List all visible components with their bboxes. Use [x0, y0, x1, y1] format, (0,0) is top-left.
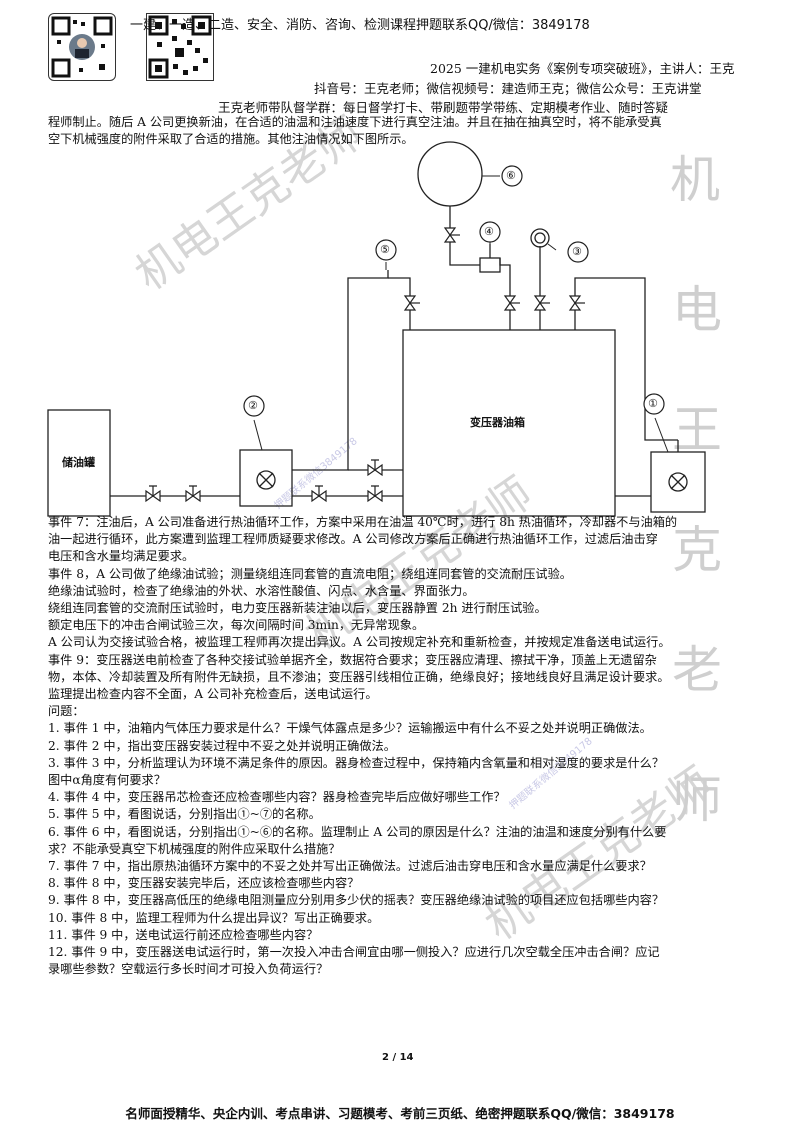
- body-line: 事件 7：注油后，A 公司准备进行热油循环工作，方案中采用在油温 40℃时，进行…: [48, 515, 678, 529]
- questions-heading: 问题：: [48, 704, 85, 719]
- question-line: 1. 事件 1 中，油箱内气体压力要求是什么？干燥气体露点是多少？运输搬运中有什…: [48, 721, 652, 736]
- marker-1: ①: [648, 397, 658, 410]
- body-line: A 公司认为交接试验合格，被监理工程师再次提出异议。A 公司按规定补充和重新检查…: [48, 635, 671, 650]
- transformer-tank: [402, 329, 616, 517]
- body-paragraphs: 事件 7：注油后，A 公司准备进行热油循环工作，方案中采用在油温 40℃时，进行…: [48, 514, 768, 978]
- header-social-line: 抖音号：王克老师；微信视频号：建造师王克；微信公众号：王克讲堂: [314, 81, 702, 96]
- header-study-line: 王克老师带队督学群：每日督学打卡、带刷题带学带练、定期模考作业、随时答疑: [218, 100, 669, 115]
- question-line: 8. 事件 8 中，变压器安装完毕后，还应该检查哪些内容？: [48, 876, 360, 891]
- footer-banner: 名师面授精华、央企内训、考点串讲、习题模考、考前三页纸、绝密押题联系QQ/微信：…: [125, 1106, 675, 1121]
- body-line: 油一起进行循环，此方案遭到监理工程师质疑要求修改。A 公司修改方案后正确进行热油…: [48, 532, 658, 547]
- question-line: 录哪些参数？空载运行多长时间才可投入负荷运行？: [48, 962, 329, 977]
- valve-bottom-1: [145, 485, 161, 503]
- valve-top-2: [503, 295, 520, 311]
- body-line: 事件 9：变压器送电前检查了各种交接试验单据齐全，数据符合要求；变压器应清理、擦…: [48, 652, 657, 667]
- transformer-tank-label: 变压器油箱: [470, 416, 525, 429]
- question-line: 11. 事件 9 中，送电试运行前还应检查哪些内容？: [48, 927, 319, 942]
- question-line: 图中α角度有何要求？: [48, 773, 166, 788]
- marker-5: ⑤: [380, 243, 390, 256]
- body-line: 绝缘油试验时，检查了绝缘油的外状、水溶性酸值、闪点、水含量、界面张力。: [48, 583, 475, 598]
- valve-bottom-3: [311, 485, 327, 503]
- question-line: 10. 事件 8 中，监理工程师为什么提出异议？写出正确要求。: [48, 910, 380, 925]
- body-line: 绕组连同套管的交流耐压试验时，电力变压器新装注油以后，变压器静置 2h 进行耐压…: [48, 601, 547, 616]
- storage-tank-label: 储油罐: [62, 456, 95, 469]
- qr-code-wechat: [146, 13, 214, 81]
- qr-code-douyin: [48, 13, 116, 81]
- body-line: 物，本体、冷却装置及所有附件无缺损，且不渗油；变压器引线相位正确，绝缘良好；接地…: [48, 669, 670, 684]
- valve-conservator: [443, 227, 460, 243]
- conservator: [417, 141, 483, 207]
- breather-device: [479, 257, 501, 273]
- valve-bottom-4: [367, 485, 383, 503]
- body-line: 监理提出检查内容不全面，A 公司补充检查后，送电试运行。: [48, 687, 378, 702]
- question-line: 9. 事件 8 中，变压器高低压的绝缘电阻测量应分别用多少伏的摇表？变压器绝缘油…: [48, 893, 665, 908]
- storage-tank: [47, 409, 111, 517]
- question-line: 12. 事件 9 中，变压器送电试运行时，第一次投入冲击合闸宜由哪一侧投入？应进…: [48, 945, 660, 960]
- valve-bottom-2: [185, 485, 201, 503]
- intro-line-2: 空下机械强度的附件采取了合适的措施。其他注油情况如下图所示。: [48, 132, 414, 147]
- marker-4: ④: [484, 225, 494, 238]
- valve-top-3: [533, 295, 550, 311]
- question-line: 6. 事件 6 中，看图说话，分别指出①~⑥的名称。监理制止 A 公司的原因是什…: [48, 824, 667, 839]
- valve-side: [367, 459, 383, 477]
- question-line: 3. 事件 3 中，分析监理认为环境不满足条件的原因。器身检查过程中，保持箱内含…: [48, 755, 665, 770]
- marker-6: ⑥: [506, 169, 516, 182]
- valve-top-4: [568, 295, 585, 311]
- body-line: 电压和含水量均满足要求。: [48, 549, 195, 564]
- oil-filling-diagram: [47, 141, 706, 517]
- vacuum-gauge: [530, 228, 550, 248]
- question-line: 求？不能承受真空下机械强度的附件应采取什么措施？: [48, 841, 341, 856]
- header-course-line: 2025 一建机电实务《案例专项突破班》，主讲人：王克: [430, 61, 735, 76]
- valve-top-1: [403, 295, 420, 311]
- question-line: 2. 事件 2 中，指出变压器安装过程中不妥之处并说明正确做法。: [48, 738, 396, 753]
- page-number: 2 / 14: [382, 1052, 414, 1063]
- intro-line-1: 程师制止。随后 A 公司更换新油，在合适的油温和注油速度下进行真空注油。并且在抽…: [48, 115, 662, 129]
- intro-paragraph: 程师制止。随后 A 公司更换新油，在合适的油温和注油速度下进行真空注油。并且在抽…: [48, 114, 768, 148]
- body-line: 事件 8，A 公司做了绝缘油试验；测量绕组连同套管的直流电阻；绕组连同套管的交流…: [48, 566, 572, 581]
- question-line: 5. 事件 5 中，看图说话，分别指出①~⑦的名称。: [48, 807, 321, 822]
- question-line: 4. 事件 4 中，变压器吊芯检查还应检查哪些内容？器身检查完毕后应做好哪些工作…: [48, 790, 506, 805]
- header-top-banner: 一建、一造、二造、安全、消防、咨询、检测课程押题联系QQ/微信：3849178: [130, 18, 590, 33]
- body-line: 额定电压下的冲击合闸试验三次，每次间隔时间 3min，无异常现象。: [48, 618, 425, 633]
- question-line: 7. 事件 7 中，指出原热油循环方案中的不妥之处并写出正确做法。过滤后油击穿电…: [48, 859, 652, 874]
- oil-filter-unit: [239, 449, 293, 507]
- marker-2: ②: [248, 399, 258, 412]
- marker-3: ③: [572, 245, 582, 258]
